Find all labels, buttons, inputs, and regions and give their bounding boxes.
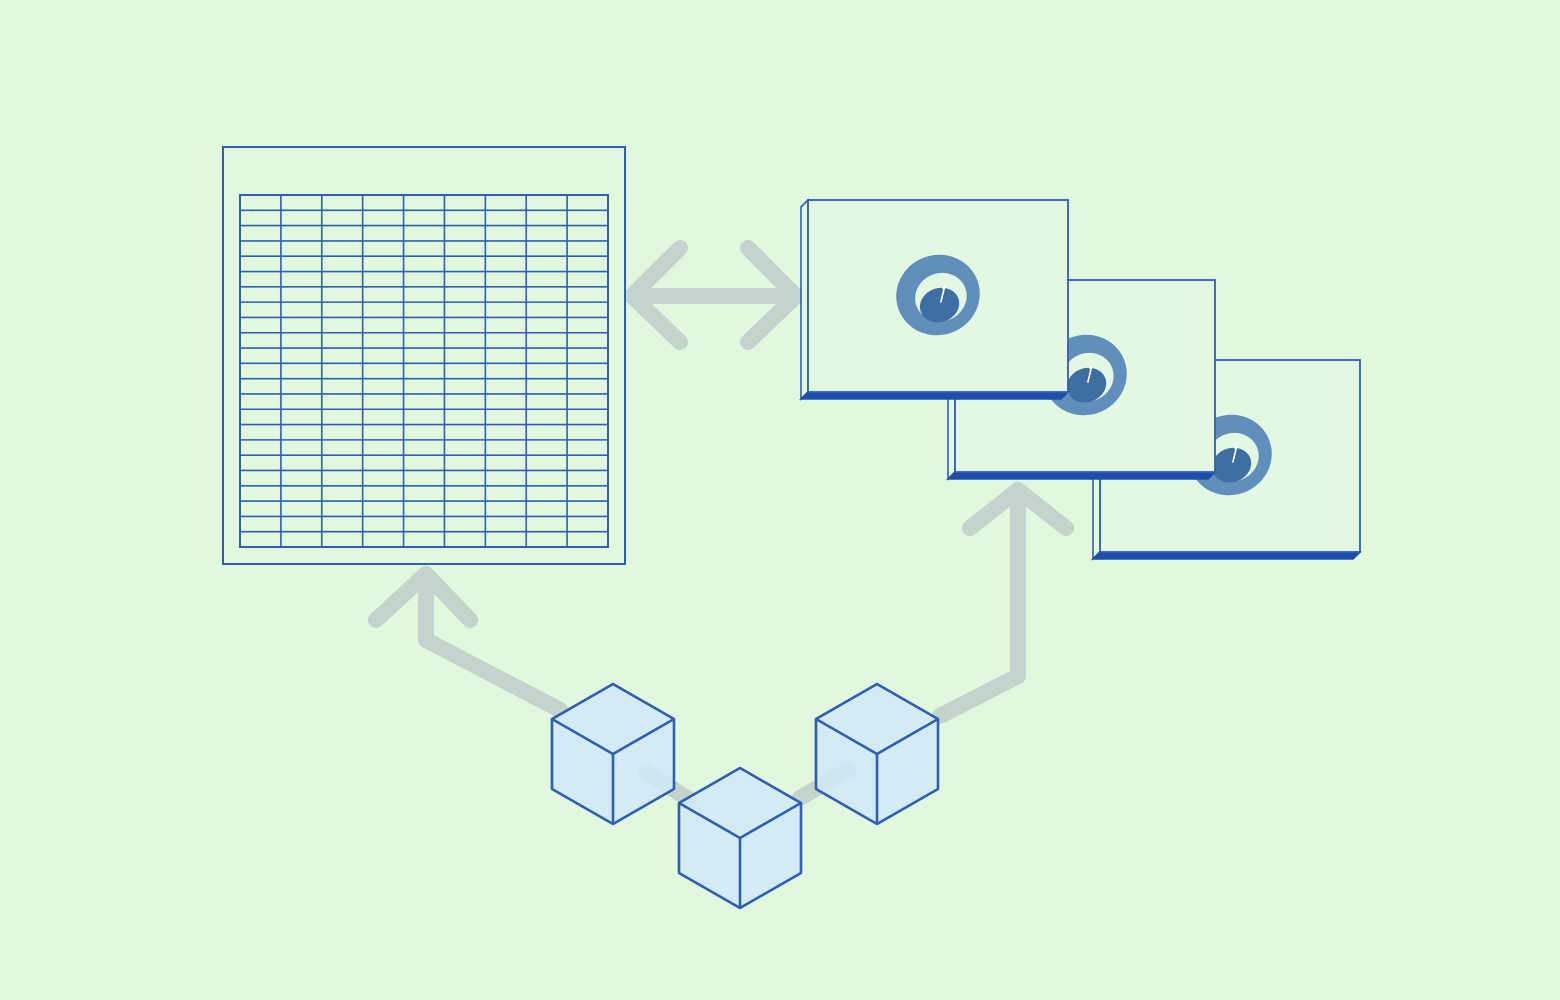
arrows-layer: [368, 240, 1074, 808]
arrow-up-to-spreadsheet-icon: [368, 566, 568, 718]
double-arrow-icon: [624, 240, 804, 350]
cube-icon: [814, 682, 940, 826]
dashboards-stack: [799, 198, 1362, 561]
arrow-up-to-dashboards-icon: [932, 482, 1074, 724]
blocks-chain: [550, 682, 940, 910]
pie-chart-icon: [896, 254, 980, 336]
dashboard-panel: [799, 198, 1070, 401]
spreadsheet-frame: [222, 146, 626, 565]
spreadsheet-icon: [222, 146, 626, 565]
cube-icon: [550, 682, 676, 826]
cube-icon: [677, 766, 803, 910]
spreadsheet-grid: [239, 194, 609, 548]
